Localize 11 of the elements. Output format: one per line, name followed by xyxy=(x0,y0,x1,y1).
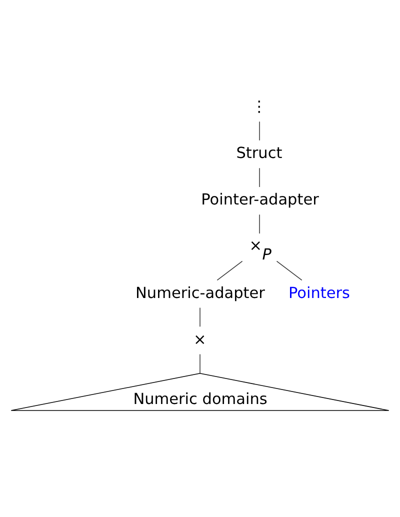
node-text: × xyxy=(194,330,206,348)
connector xyxy=(259,121,260,141)
connector xyxy=(276,260,302,281)
node-text: Numeric-adapter xyxy=(136,284,265,302)
node-text: ⋮ xyxy=(252,98,267,116)
connector xyxy=(216,260,243,281)
node-text: Pointers xyxy=(288,284,350,302)
connector xyxy=(259,168,260,188)
node-text: Pointer-adapter xyxy=(201,190,319,209)
node-text: Struct xyxy=(236,144,282,162)
connector xyxy=(259,214,260,234)
